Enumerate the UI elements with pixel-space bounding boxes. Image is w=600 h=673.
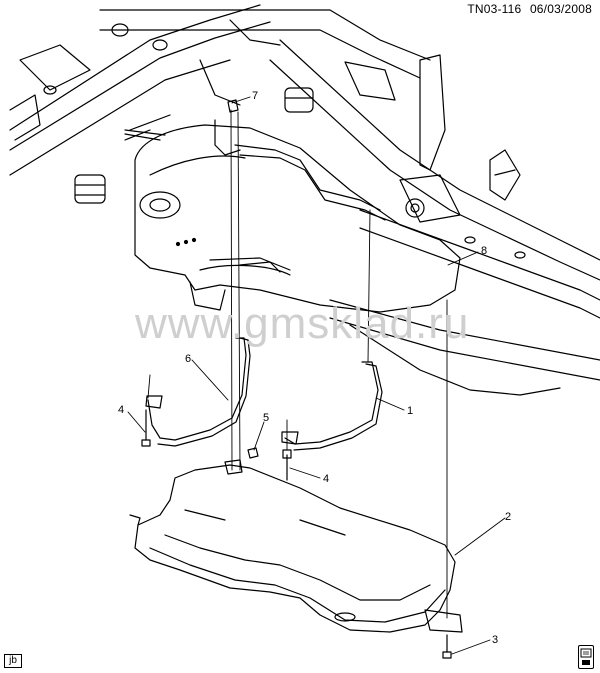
nut-7 xyxy=(227,99,239,113)
figure-header: TN03-116 06/03/2008 xyxy=(462,2,592,16)
callout-7: 7 xyxy=(252,90,258,102)
callout-5: 5 xyxy=(263,412,269,424)
callout-4-left: 4 xyxy=(118,404,124,416)
callout-leaders xyxy=(127,96,506,655)
figure-date: 06/03/2008 xyxy=(529,2,592,16)
bolt-3 xyxy=(442,634,452,659)
book-icon xyxy=(578,645,594,669)
watermark-text: www.gmsklad.ru xyxy=(134,299,469,348)
bolt-4-right xyxy=(282,449,292,481)
bolt-4-left xyxy=(141,409,151,447)
callout-6: 6 xyxy=(185,353,191,365)
callout-4-right: 4 xyxy=(323,473,329,485)
callout-8: 8 xyxy=(481,245,487,257)
callout-3: 3 xyxy=(492,634,498,646)
corner-code-box: jb xyxy=(4,654,22,668)
alignment-lines xyxy=(147,109,448,619)
fuel-tank-strap-left xyxy=(145,337,251,447)
nut-5 xyxy=(247,447,259,459)
fuel-tank-shield xyxy=(129,459,463,633)
fuel-tank xyxy=(124,119,461,313)
callout-2: 2 xyxy=(505,511,511,523)
callout-1: 1 xyxy=(407,405,413,417)
figure-code: TN03-116 xyxy=(467,2,522,16)
fuel-tank-strap-right xyxy=(281,361,383,451)
book-icon-glyph xyxy=(580,648,592,665)
